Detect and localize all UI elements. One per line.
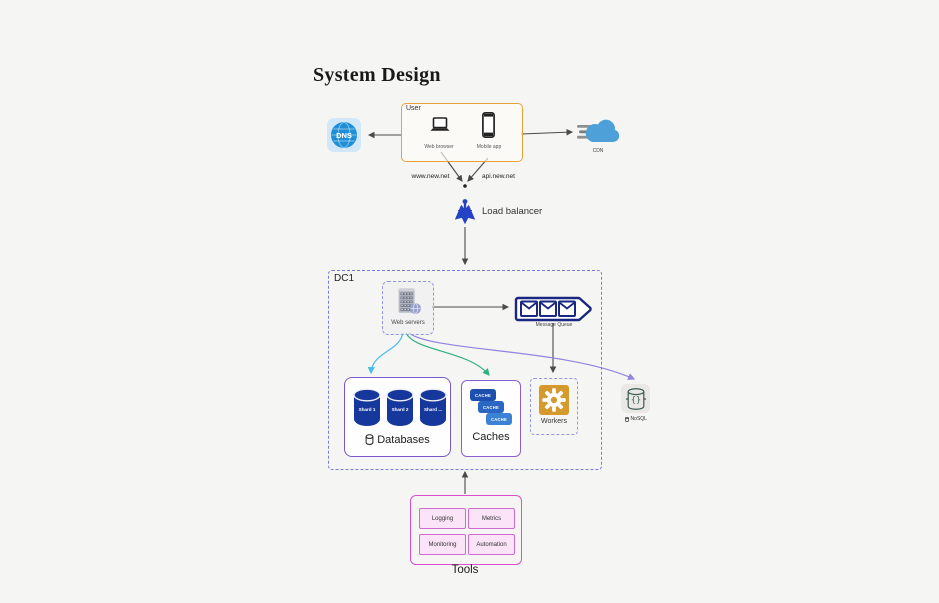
laptop-icon[interactable] <box>428 117 452 133</box>
shard-1-cylinder-icon[interactable]: Shard 1 <box>352 387 382 429</box>
message-queue-icon <box>514 296 592 322</box>
cdn-cloud-icon <box>577 119 620 142</box>
workers-node[interactable]: Workers <box>530 378 578 435</box>
cache-chip-2[interactable]: CACHE <box>478 401 504 413</box>
svg-text:{}: {} <box>631 394 641 404</box>
cache-chip-1[interactable]: CACHE <box>470 389 496 401</box>
database-mini-icon <box>365 434 374 445</box>
message-queue-label: Message Queue <box>535 322 573 328</box>
caches-label: Caches <box>472 431 510 443</box>
dc1-label: DC1 <box>334 273 355 284</box>
tools-label: Tools <box>451 564 479 576</box>
page-title[interactable]: System Design <box>313 64 441 86</box>
mobile-app-label: Mobile app <box>476 144 502 150</box>
dns-globe-icon: DNS <box>331 122 357 148</box>
cdn-node[interactable]: CDN <box>576 118 622 156</box>
web-servers-label: Web servers <box>391 320 425 326</box>
cache-chip-3[interactable]: CACHE <box>486 413 512 425</box>
route-www-label: www.new.net <box>411 173 450 180</box>
nosql-db-icon: {} <box>621 384 650 413</box>
tool-item-metrics[interactable]: Metrics <box>468 508 515 529</box>
connector-ws-to-caches[interactable] <box>405 332 490 376</box>
nosql-node[interactable]: {} NoSQL <box>621 384 661 428</box>
workers-label: Workers <box>541 418 567 425</box>
shard-3-label: Shard ... <box>424 407 442 412</box>
dns-label: DNS <box>336 131 352 140</box>
user-group[interactable]: User Web browser Mobile app <box>401 103 523 162</box>
databases-node[interactable]: Shard 1 Shard 2 Shard ... Databases <box>344 377 451 457</box>
connector-ws-to-databases[interactable] <box>367 332 404 375</box>
route-api-label: api.new.net <box>482 173 515 180</box>
shard-2-cylinder-icon[interactable]: Shard 2 <box>385 387 415 429</box>
shard-2-label: Shard 2 <box>392 407 409 412</box>
dc1-container[interactable]: DC1 <box>328 270 602 470</box>
message-queue-node[interactable]: Message Queue <box>514 295 596 335</box>
cdn-label: CDN <box>592 148 604 154</box>
tool-item-logging[interactable]: Logging <box>419 508 466 529</box>
tool-item-automation[interactable]: Automation <box>468 534 515 555</box>
web-servers-icon <box>398 288 421 314</box>
nosql-mini-icon <box>625 416 629 422</box>
databases-label: Databases <box>377 434 430 446</box>
caches-node[interactable]: CACHE CACHE CACHE Caches <box>461 380 521 457</box>
tool-item-monitoring[interactable]: Monitoring <box>419 534 466 555</box>
web-servers-node[interactable]: Web servers <box>382 281 434 335</box>
junction-dot <box>463 184 467 188</box>
shard-3-cylinder-icon[interactable]: Shard ... <box>418 387 448 429</box>
mobile-phone-icon[interactable] <box>482 112 495 138</box>
connector-ws-to-nosql[interactable] <box>408 332 636 380</box>
tools-group[interactable]: Logging Metrics Monitoring Automation <box>410 495 522 565</box>
nosql-label-row: NoSQL <box>611 416 661 422</box>
web-browser-label: Web browser <box>424 144 454 150</box>
dns-node[interactable]: DNS <box>327 118 361 152</box>
load-balancer-icon[interactable] <box>452 198 478 226</box>
connector-user-to-cdn[interactable] <box>520 128 574 136</box>
nosql-label: NoSQL <box>630 416 647 422</box>
databases-label-row: Databases <box>345 434 450 446</box>
load-balancer-label: Load balancer <box>482 206 543 217</box>
gear-icon <box>539 385 569 415</box>
user-group-label: User <box>406 105 421 112</box>
shard-1-label: Shard 1 <box>359 407 376 412</box>
